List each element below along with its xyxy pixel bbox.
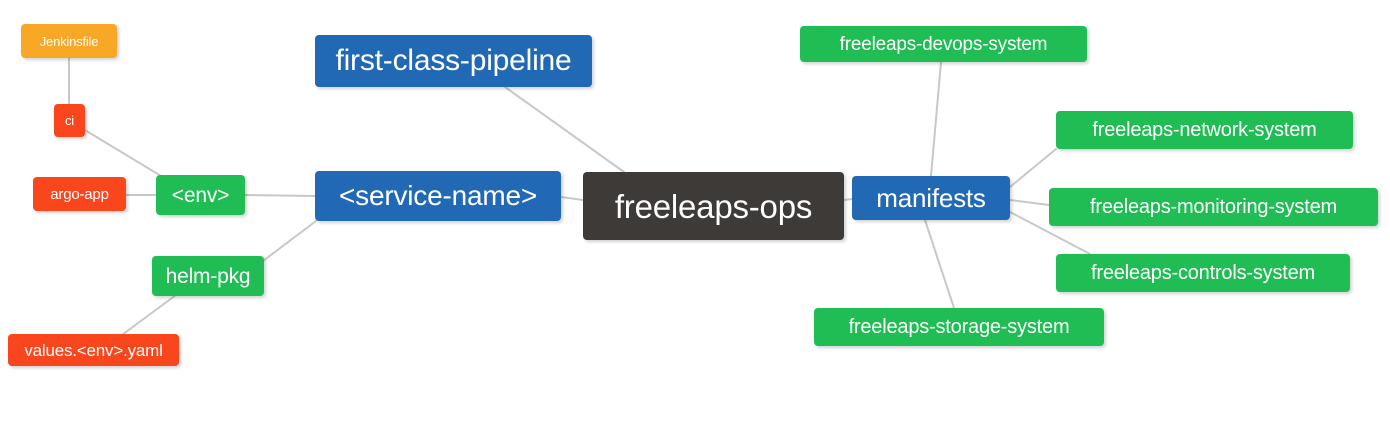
mindmap-node-controls-system[interactable]: freeleaps-controls-system bbox=[1056, 254, 1350, 292]
node-label: values.<env>.yaml bbox=[24, 340, 163, 360]
mindmap-node-devops-system[interactable]: freeleaps-devops-system bbox=[800, 26, 1087, 62]
mindmap-node-monitoring-system[interactable]: freeleaps-monitoring-system bbox=[1049, 188, 1378, 226]
node-label: freeleaps-monitoring-system bbox=[1090, 196, 1337, 218]
mindmap-node-ci[interactable]: ci bbox=[54, 104, 85, 137]
node-label: helm-pkg bbox=[165, 264, 251, 288]
edge-manifests-to-devops-system bbox=[930, 61, 942, 177]
mindmap-node-helm-pkg[interactable]: helm-pkg bbox=[152, 256, 264, 296]
edge-first-class-pipeline-to-freeleaps-ops bbox=[504, 86, 625, 173]
edge-manifests-to-network-system bbox=[1009, 148, 1057, 188]
mindmap-node-network-system[interactable]: freeleaps-network-system bbox=[1056, 111, 1353, 149]
edge-ci-to-env bbox=[84, 129, 162, 177]
edge-manifests-to-monitoring-system bbox=[1009, 199, 1050, 206]
mindmap-node-env[interactable]: <env> bbox=[156, 175, 245, 215]
node-label: <service-name> bbox=[339, 180, 537, 211]
node-label: first-class-pipeline bbox=[335, 44, 572, 77]
mindmap-node-jenkinsfile[interactable]: Jenkinsfile bbox=[21, 24, 117, 58]
mindmap-node-values-yaml[interactable]: values.<env>.yaml bbox=[8, 334, 179, 366]
node-label: freeleaps-network-system bbox=[1092, 119, 1317, 141]
mindmap-node-freeleaps-ops[interactable]: freeleaps-ops bbox=[583, 172, 844, 240]
mindmap-node-service-name[interactable]: <service-name> bbox=[315, 171, 561, 221]
mindmap-node-storage-system[interactable]: freeleaps-storage-system bbox=[814, 308, 1104, 346]
edge-service-name-to-freeleaps-ops bbox=[560, 196, 584, 201]
mindmap-node-argo-app[interactable]: argo-app bbox=[33, 177, 126, 211]
node-label: freeleaps-ops bbox=[614, 187, 813, 225]
mindmap-node-first-class-pipeline[interactable]: first-class-pipeline bbox=[315, 35, 592, 87]
edge-freeleaps-ops-to-manifests bbox=[843, 198, 853, 201]
mindmap-node-manifests[interactable]: manifests bbox=[852, 176, 1010, 220]
node-label: manifests bbox=[876, 183, 986, 213]
node-label: <env> bbox=[171, 183, 230, 207]
edge-service-name-to-helm-pkg bbox=[262, 220, 317, 262]
node-label: freeleaps-controls-system bbox=[1091, 262, 1315, 284]
edge-helm-pkg-to-values-yaml bbox=[121, 294, 177, 336]
node-label: freeleaps-devops-system bbox=[839, 33, 1048, 55]
edge-manifests-to-storage-system bbox=[924, 219, 955, 309]
node-label: ci bbox=[65, 113, 74, 128]
node-label: Jenkinsfile bbox=[39, 33, 99, 49]
node-label: freeleaps-storage-system bbox=[848, 316, 1070, 338]
node-label: argo-app bbox=[50, 185, 109, 203]
edge-env-to-service-name bbox=[244, 194, 316, 197]
